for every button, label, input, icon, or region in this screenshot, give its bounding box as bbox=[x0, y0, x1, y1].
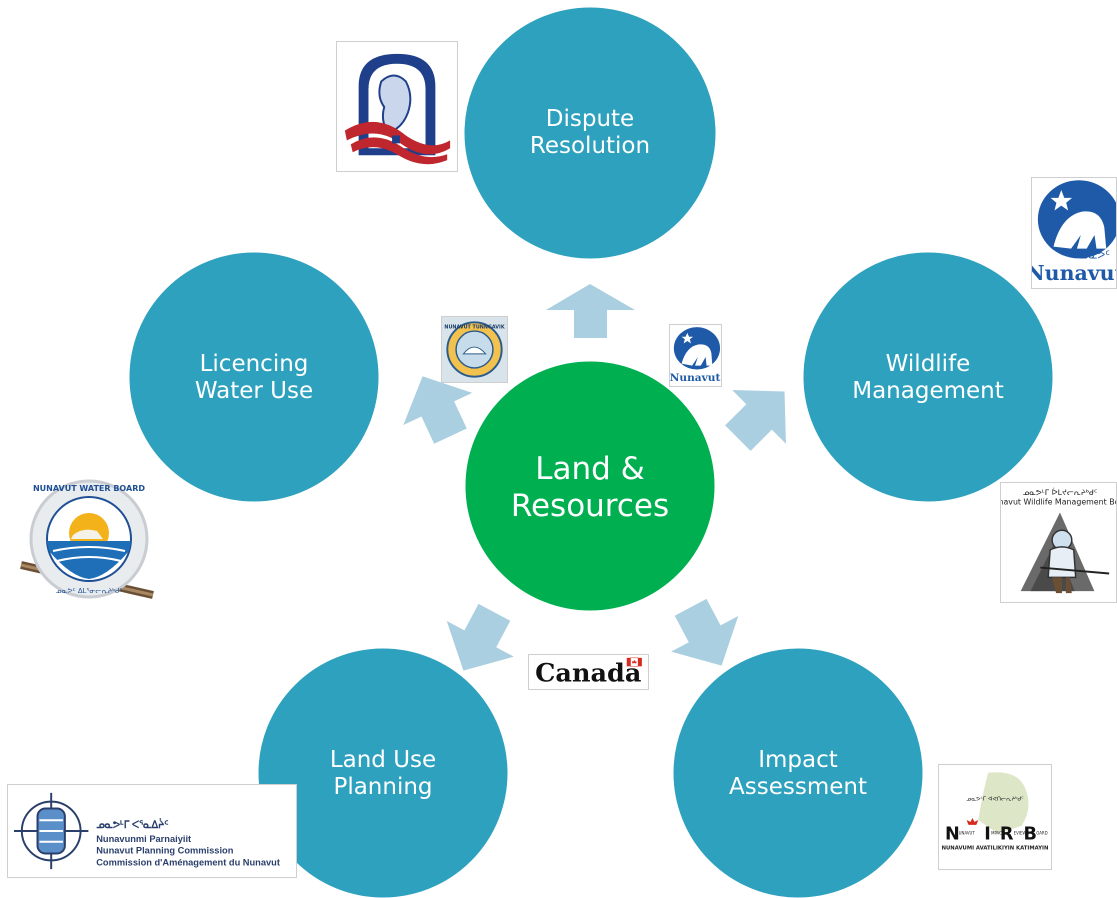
node-label-line2: Water Use bbox=[195, 378, 313, 404]
center-label-line1: Land & bbox=[535, 451, 645, 487]
node-label-line2: Assessment bbox=[729, 774, 867, 800]
nwmb-logo: Nunavut Wildlife Management Board ᓄᓇᕗᒻᒥ … bbox=[1000, 482, 1117, 603]
nunavut-word: Nunavut bbox=[1032, 261, 1116, 285]
nwmb-syllabics: ᓄᓇᕗᒻᒥ ᐆᒪᔪᓕᕆᔨᒃᑯᑦ bbox=[1023, 487, 1098, 497]
center-circle bbox=[462, 358, 718, 614]
npc-emblem: ᓄᓇᕗᒻᒥ ᐸᕐᓇᐃᔩᑦ Nunavunmi Parnaiyiit Nunavu… bbox=[13, 792, 280, 870]
nirb-r: R bbox=[1000, 825, 1014, 845]
nunavut-government-logo-small: Nunavut bbox=[669, 324, 722, 387]
nirb-oard: OARD bbox=[1036, 831, 1047, 836]
node-label-line1: Licencing bbox=[200, 351, 309, 377]
arrow-upper-right bbox=[725, 390, 786, 451]
node-impact-assessment: Impact Assessment bbox=[670, 645, 926, 898]
nirb-impact: MPACT bbox=[991, 831, 1005, 836]
svg-text:ᓄᓇᕗᑦ: ᓄᓇᕗᑦ bbox=[1079, 248, 1110, 261]
node-circle bbox=[670, 645, 926, 898]
nirb-i: I bbox=[984, 825, 991, 845]
arrow-lower-right bbox=[671, 598, 739, 666]
arrow-lower-left bbox=[446, 603, 514, 671]
nirb-emblem: ᓄᓇᕗᒻᒥ ᐊᕙᑎᓕᕆᔨᒃᑯᑦ N UNAVUT I MPACT R EVIEW… bbox=[942, 772, 1049, 851]
npc-line3: Commission d'Aménagement du Nunavut bbox=[96, 857, 280, 867]
node-licencing-water-use: Licencing Water Use bbox=[126, 249, 382, 505]
npc-line2: Nunavut Planning Commission bbox=[96, 846, 233, 856]
arbitration-emblem bbox=[344, 53, 451, 165]
nirb-unavut: UNAVUT bbox=[959, 831, 976, 836]
npc-syllabics: ᓄᓇᕗᒻᒥ ᐸᕐᓇᐃᔩᑦ bbox=[96, 818, 168, 831]
node-land-resources: Land & Resources bbox=[462, 358, 718, 614]
npc-logo: ᓄᓇᕗᒻᒥ ᐸᕐᓇᐃᔩᑦ Nunavunmi Parnaiyiit Nunavu… bbox=[7, 784, 297, 878]
arbitration-board-logo bbox=[336, 41, 458, 172]
canada-wordmark-logo: Canada bbox=[528, 654, 649, 690]
arrow-upper-left bbox=[403, 376, 473, 444]
tunngavik-ring-text: NUNAVUT TUNNGAVIK bbox=[444, 325, 504, 331]
nunavut-emblem: ᓄᓇᕗᑦ Nunavut bbox=[1032, 180, 1116, 285]
canada-word: Canada bbox=[535, 658, 641, 688]
node-dispute-resolution: Dispute Resolution bbox=[461, 4, 719, 262]
node-circle bbox=[800, 249, 1056, 505]
node-label-line1: Impact bbox=[758, 747, 838, 773]
water-board-emblem: NUNAVUT WATER BOARD ᓄᓇᕗᑦ ᐃᒪᕐᓂᓕᕆᔨᒃᑯᑦ bbox=[20, 479, 154, 599]
nunavut-tunngavik-logo: NUNAVUT TUNNGAVIK bbox=[441, 316, 508, 383]
nunavut-government-logo-large: ᓄᓇᕗᑦ Nunavut bbox=[1031, 177, 1117, 289]
nunavut-emblem-small: Nunavut bbox=[670, 327, 720, 384]
nirb-bottom-text: NUNAVUMI AVATILIKIYIN KATIMAYIN bbox=[942, 845, 1049, 851]
nirb-n: N bbox=[945, 825, 960, 845]
nirb-logo: ᓄᓇᕗᒻᒥ ᐊᕙᑎᓕᕆᔨᒃᑯᑦ N UNAVUT I MPACT R EVIEW… bbox=[938, 764, 1052, 870]
node-label-line2: Management bbox=[852, 378, 1004, 404]
nwmb-ring-text: Nunavut Wildlife Management Board bbox=[1001, 498, 1116, 507]
nirb-review: EVIEW bbox=[1014, 831, 1027, 836]
node-circle bbox=[255, 645, 511, 898]
node-circle bbox=[461, 4, 719, 262]
node-label-line1: Dispute bbox=[546, 106, 634, 132]
nirb-b: B bbox=[1023, 825, 1036, 845]
node-land-use-planning: Land Use Planning bbox=[255, 645, 511, 898]
arrows bbox=[403, 284, 786, 671]
nwmb-emblem: Nunavut Wildlife Management Board ᓄᓇᕗᒻᒥ … bbox=[1001, 487, 1116, 594]
canada-wordmark: Canada bbox=[535, 657, 642, 688]
node-label-line1: Wildlife bbox=[886, 351, 971, 377]
npc-line1: Nunavunmi Parnaiyiit bbox=[96, 834, 191, 844]
nirb-syllabics: ᓄᓇᕗᒻᒥ ᐊᕙᑎᓕᕆᔨᒃᑯᑦ bbox=[966, 795, 1024, 802]
nunavut-word-small: Nunavut bbox=[670, 372, 720, 384]
water-board-ring-top: NUNAVUT WATER BOARD bbox=[33, 484, 145, 493]
node-wildlife-management: Wildlife Management bbox=[800, 249, 1056, 505]
nunavut-water-board-logo: NUNAVUT WATER BOARD ᓄᓇᕗᑦ ᐃᒪᕐᓂᓕᕆᔨᒃᑯᑦ bbox=[17, 477, 159, 603]
arrow-up bbox=[546, 284, 635, 338]
water-board-ring-bottom: ᓄᓇᕗᑦ ᐃᒪᕐᓂᓕᕆᔨᒃᑯᑦ bbox=[56, 587, 123, 595]
node-label-line2: Resolution bbox=[530, 133, 650, 159]
node-label-line2: Planning bbox=[333, 774, 432, 800]
center-label-line2: Resources bbox=[511, 488, 669, 524]
tunngavik-emblem: NUNAVUT TUNNGAVIK bbox=[444, 321, 505, 378]
node-label-line1: Land Use bbox=[330, 747, 436, 773]
node-circle bbox=[126, 249, 382, 505]
